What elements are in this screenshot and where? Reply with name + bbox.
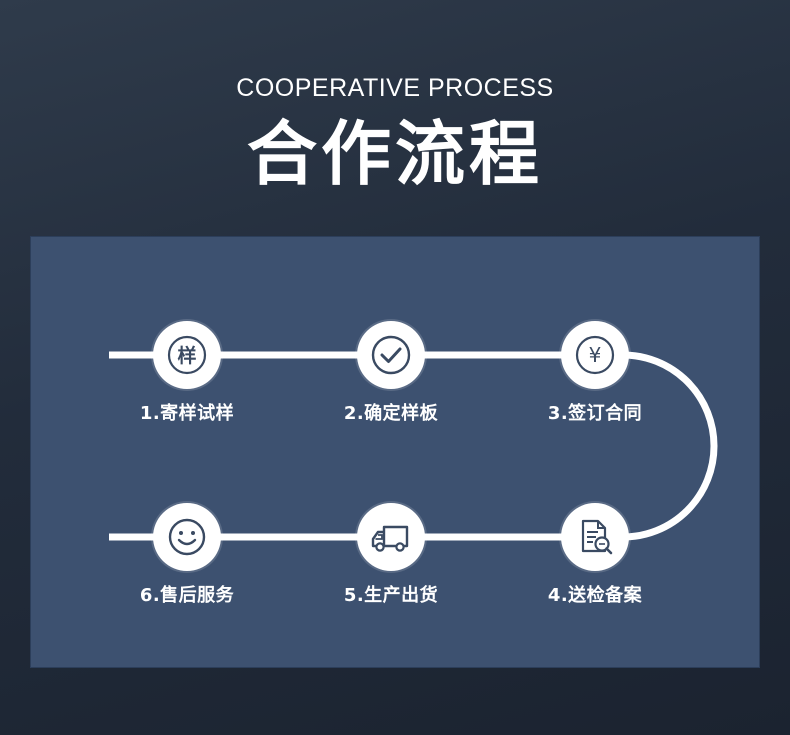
step-3-circle: ¥ xyxy=(561,321,629,389)
step-5-label: 5.生产出货 xyxy=(343,585,439,606)
step-1-circle: 样 xyxy=(153,321,221,389)
process-step-1: 样 1.寄样试样 xyxy=(107,321,267,441)
process-step-4: 4.送检备案 xyxy=(515,503,675,623)
process-flow-line xyxy=(109,351,718,541)
step-1-label: 1.寄样试样 xyxy=(139,403,235,424)
page-title: 合作流程 xyxy=(247,113,543,195)
sample-char-glyph: 样 xyxy=(177,344,196,367)
sample-char-icon: 样 xyxy=(167,335,207,375)
step-4-circle xyxy=(561,503,629,571)
checkmark-icon xyxy=(371,335,411,375)
step-6-circle xyxy=(153,503,221,571)
document-search-icon xyxy=(581,519,613,555)
process-step-2: 2.确定样板 xyxy=(311,321,471,441)
step-3-label: 3.签订合同 xyxy=(547,403,643,424)
step-4-label: 4.送检备案 xyxy=(547,585,643,606)
page-subtitle: COOPERATIVE PROCESS xyxy=(236,74,554,102)
yen-glyph: ¥ xyxy=(589,343,602,367)
step-6-label: 6.售后服务 xyxy=(139,585,235,606)
step-2-label: 2.确定样板 xyxy=(343,403,439,424)
yen-icon: ¥ xyxy=(575,335,615,375)
process-panel: 样 1.寄样试样 2.确定样板 ¥ 3.签订合同 xyxy=(30,236,760,668)
process-step-3: ¥ 3.签订合同 xyxy=(515,321,675,441)
process-step-6: 6.售后服务 xyxy=(107,503,267,623)
process-step-5: 5.生产出货 xyxy=(311,503,471,623)
step-5-circle xyxy=(357,503,425,571)
truck-icon xyxy=(371,525,409,552)
step-2-circle xyxy=(357,321,425,389)
smiley-icon xyxy=(168,518,206,556)
